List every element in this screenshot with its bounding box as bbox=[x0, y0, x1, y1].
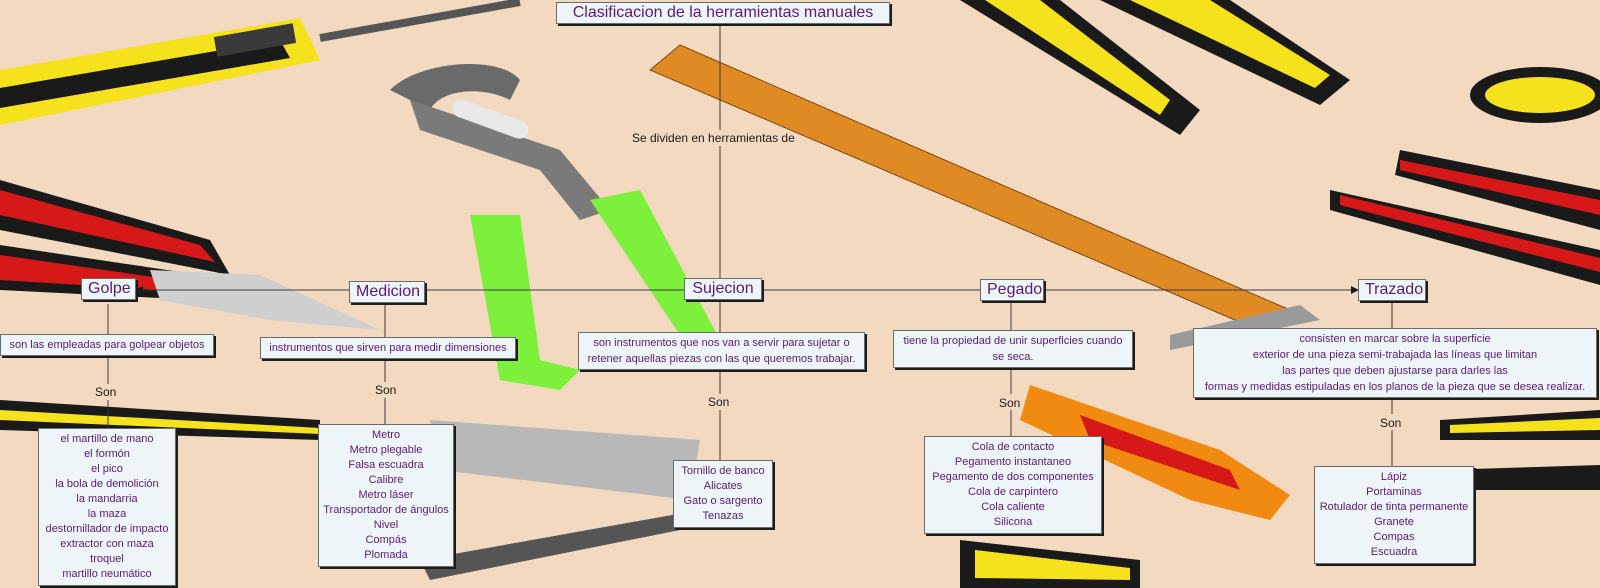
description-sujecion: son instrumentos que nos van a servir pa… bbox=[578, 332, 865, 370]
items-trazado: Lápiz Portaminas Rotulador de tinta perm… bbox=[1314, 466, 1474, 564]
description-line: formas y medidas estipuladas en los plan… bbox=[1204, 381, 1586, 393]
list-item: Tornillo de banco bbox=[681, 465, 765, 477]
list-item: el martillo de mano bbox=[60, 433, 154, 445]
cutter-illustration-right bbox=[1330, 150, 1600, 285]
description-golpe: son las empleadas para golpear objetos bbox=[0, 334, 214, 356]
list-item: Metro láser bbox=[358, 489, 414, 501]
water-pump-pliers-illustration bbox=[390, 63, 760, 390]
list-item: Pegamento instantaneo bbox=[954, 456, 1072, 468]
list-item: Plomada bbox=[364, 549, 408, 561]
list-item: el formón bbox=[84, 448, 130, 460]
list-item: Nivel bbox=[373, 519, 399, 531]
category-pegado: Pegado bbox=[980, 279, 1044, 301]
list-item: Tenazas bbox=[702, 510, 744, 522]
description-line: instrumentos que sirven para medir dimen… bbox=[269, 342, 507, 354]
description-medicion: instrumentos que sirven para medir dimen… bbox=[260, 337, 516, 359]
list-item: Pegamento de dos componentes bbox=[932, 471, 1094, 483]
list-item: la maza bbox=[87, 508, 127, 520]
description-trazado: consisten en marcar sobre la superficie … bbox=[1193, 328, 1597, 398]
list-item: Compás bbox=[365, 534, 407, 546]
description-line: tiene la propiedad de unir superficies c… bbox=[903, 335, 1123, 347]
son-label-pegado: Son bbox=[999, 396, 1021, 410]
list-item: Portaminas bbox=[1366, 486, 1422, 498]
description-line: las partes que deben ajustarse para darl… bbox=[1282, 365, 1508, 377]
items-medicion: Metro Metro plegable Falsa escuadra Cali… bbox=[318, 424, 454, 567]
screwdriver-illustration-top-left bbox=[0, 0, 521, 125]
son-label-sujecion: Son bbox=[708, 395, 730, 409]
list-item: Calibre bbox=[368, 474, 404, 486]
list-item: la bola de demolición bbox=[55, 478, 159, 490]
list-item: Metro plegable bbox=[349, 444, 423, 456]
list-item: extractor con maza bbox=[60, 538, 154, 550]
description-line: son instrumentos que nos van a servir pa… bbox=[593, 337, 850, 349]
list-item: Compas bbox=[1373, 531, 1415, 543]
list-item: troquel bbox=[90, 553, 124, 565]
items-pegado: Cola de contacto Pegamento instantaneo P… bbox=[924, 436, 1102, 534]
description-line: retener aquellas piezas con las que quer… bbox=[587, 353, 856, 365]
category-sujecion: Sujecion bbox=[684, 278, 762, 300]
category-golpe: Golpe bbox=[81, 278, 136, 300]
son-label-trazado: Son bbox=[1380, 416, 1402, 430]
list-item: Granete bbox=[1374, 516, 1414, 528]
list-item: Falsa escuadra bbox=[348, 459, 424, 471]
description-line: son las empleadas para golpear objetos bbox=[9, 339, 205, 351]
description-line: consisten en marcar sobre la superficie bbox=[1299, 333, 1491, 345]
list-item: Silicona bbox=[993, 516, 1033, 528]
list-item: martillo neumático bbox=[62, 568, 152, 580]
connector-label: Se dividen en herramientas de bbox=[632, 131, 795, 145]
diagram-title: Clasificacion de la herramientas manuale… bbox=[556, 2, 890, 24]
description-line: exterior de una pieza semi-trabajada las… bbox=[1252, 349, 1538, 361]
list-item: Escuadra bbox=[1370, 546, 1418, 558]
pliers-illustration-top-right bbox=[960, 0, 1600, 135]
list-item: Rotulador de tinta permanente bbox=[1319, 501, 1469, 513]
description-pegado: tiene la propiedad de unir superficies c… bbox=[893, 330, 1133, 368]
list-item: Lápiz bbox=[1380, 471, 1408, 483]
list-item: Cola caliente bbox=[981, 501, 1045, 513]
list-item: Gato o sargento bbox=[683, 495, 763, 507]
list-item: el pico bbox=[91, 463, 123, 475]
list-item: Transportador de ángulos bbox=[323, 504, 449, 516]
son-label-golpe: Son bbox=[95, 385, 117, 399]
items-golpe: el martillo de mano el formón el pico la… bbox=[38, 428, 176, 586]
list-item: destornillador de impacto bbox=[45, 523, 169, 535]
list-item: Cola de carpintero bbox=[968, 486, 1058, 498]
category-medicion: Medicion bbox=[349, 281, 425, 303]
list-item: Alicates bbox=[703, 480, 743, 492]
list-item: la mandarria bbox=[76, 493, 138, 505]
list-item: Cola de contacto bbox=[971, 441, 1055, 453]
description-line: se seca. bbox=[992, 351, 1034, 363]
needle-nose-pliers-illustration bbox=[0, 180, 380, 330]
son-label-medicion: Son bbox=[375, 383, 397, 397]
category-trazado: Trazado bbox=[1358, 279, 1426, 301]
items-sujecion: Tornillo de banco Alicates Gato o sargen… bbox=[673, 460, 773, 528]
list-item: Metro bbox=[371, 429, 401, 441]
